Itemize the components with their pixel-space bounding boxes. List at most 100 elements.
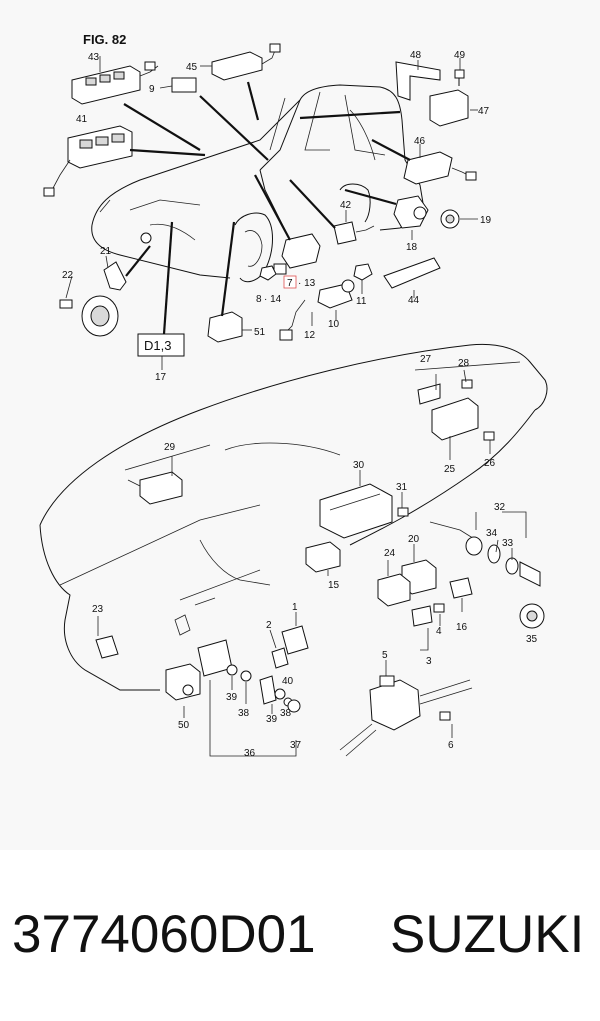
part-5-combination-switch [339, 675, 473, 757]
part-44-lens [383, 257, 441, 289]
part-31-screw [397, 507, 409, 517]
callout-33: 33 [502, 538, 514, 549]
part-22-bolt [59, 299, 73, 309]
part-47-relay [429, 89, 469, 127]
callout-40: 40 [282, 676, 294, 687]
callout-7: 7 [287, 278, 293, 289]
part-11-nut [353, 263, 373, 281]
dashboard-outline [39, 343, 548, 691]
callout-31: 31 [396, 482, 408, 493]
callout-38b: 38 [280, 708, 292, 719]
callout-17: 17 [155, 372, 167, 383]
part-51-relay [207, 311, 243, 343]
hazard-label-text: D1,3 [144, 338, 171, 353]
callout-39b: 39 [266, 714, 278, 725]
callout-47: 47 [478, 106, 490, 117]
part-19-grommet [440, 209, 460, 229]
part-30-controller [319, 483, 393, 539]
callout-2: 2 [266, 620, 272, 631]
part-24-switch [377, 573, 411, 607]
callout-7-box [283, 275, 297, 289]
part-8-nut [259, 265, 277, 281]
part-26-screw [483, 431, 495, 441]
callout-24: 24 [384, 548, 396, 559]
callout-41: 41 [76, 114, 88, 125]
part-9-plate [171, 77, 197, 93]
callout-8: 8 [256, 294, 262, 305]
callout-39a: 39 [226, 692, 238, 703]
callout-28: 28 [458, 358, 470, 369]
callout-5: 5 [382, 650, 388, 661]
callout-13: · 13 [298, 278, 316, 289]
parts-diagram: FIG. 82 [39, 32, 548, 759]
callout-43: 43 [88, 52, 100, 63]
callout-3: 3 [426, 656, 432, 667]
callout-leaders [65, 56, 527, 757]
callout-35: 35 [526, 634, 538, 645]
callout-29: 29 [164, 442, 176, 453]
callout-4: 4 [436, 626, 442, 637]
part-horn [81, 232, 152, 337]
part-2-switch [271, 647, 289, 669]
part-23-relay [95, 635, 119, 659]
callout-1: 1 [292, 602, 298, 613]
part-41-switch [43, 125, 133, 197]
part-40-plate [259, 675, 277, 705]
part-32-cigar-lighter [429, 521, 541, 587]
part-37-knob [287, 699, 301, 713]
callout-11: 11 [356, 296, 367, 307]
exploded-view-drawing: FIG. 82 [39, 32, 548, 759]
part-3-bracket [411, 605, 433, 627]
part-43-window-switch [71, 61, 159, 105]
part-46-switch [403, 151, 477, 185]
part-27-bracket [417, 383, 441, 405]
callout-42: 42 [340, 200, 352, 211]
part-42-switch [333, 221, 375, 245]
part-39-ring-a [226, 664, 238, 676]
part-number: 3774060D01 [12, 905, 316, 964]
callout-9: 9 [149, 84, 155, 95]
callout-45: 45 [186, 62, 198, 73]
callout-38a: 38 [238, 708, 250, 719]
part-49-bolt [454, 69, 465, 86]
callout-6: 6 [448, 740, 454, 751]
callout-50: 50 [178, 720, 190, 731]
part-16-switch [449, 577, 473, 599]
part-15-unit [305, 541, 341, 573]
callout-49: 49 [454, 50, 466, 61]
callout-51: 51 [254, 327, 266, 338]
part-38-ring-a [240, 670, 252, 682]
callout-25: 25 [444, 464, 456, 475]
part-12-connector [279, 329, 293, 341]
part-21-bracket [103, 261, 127, 291]
part-29-unit [127, 471, 183, 505]
callout-numbers: 43 45 9 48 49 47 41 46 42 18 19 21 22 7 … [62, 50, 538, 759]
callout-21: 21 [100, 246, 112, 257]
callout-15: 15 [328, 580, 340, 591]
brand-name: SUZUKI [390, 905, 585, 964]
callout-20: 20 [408, 534, 420, 545]
figure-title: FIG. 82 [83, 32, 126, 47]
part-50-switch [165, 663, 201, 701]
callout-48: 48 [410, 50, 422, 61]
part-17-label: D1,3 [137, 333, 185, 357]
part-10-switch [317, 279, 355, 309]
callout-23: 23 [92, 604, 104, 615]
callout-37: 37 [290, 740, 302, 751]
callout-22: 22 [62, 270, 74, 281]
callout-18: 18 [406, 242, 418, 253]
part-4-screw [433, 603, 445, 613]
part-48-bracket [395, 61, 441, 101]
part-12-harness [283, 299, 306, 335]
footer [0, 850, 600, 1021]
callout-26: 26 [484, 458, 496, 469]
part-39-ring-b [274, 688, 286, 700]
part-1-switch [281, 625, 309, 655]
callout-19: 19 [480, 215, 492, 226]
callout-36: 36 [244, 748, 256, 759]
part-28-bolt [461, 379, 473, 389]
callout-30: 30 [353, 460, 365, 471]
callout-10: 10 [328, 319, 340, 330]
part-18-switch [393, 195, 429, 229]
callout-27: 27 [420, 354, 432, 365]
